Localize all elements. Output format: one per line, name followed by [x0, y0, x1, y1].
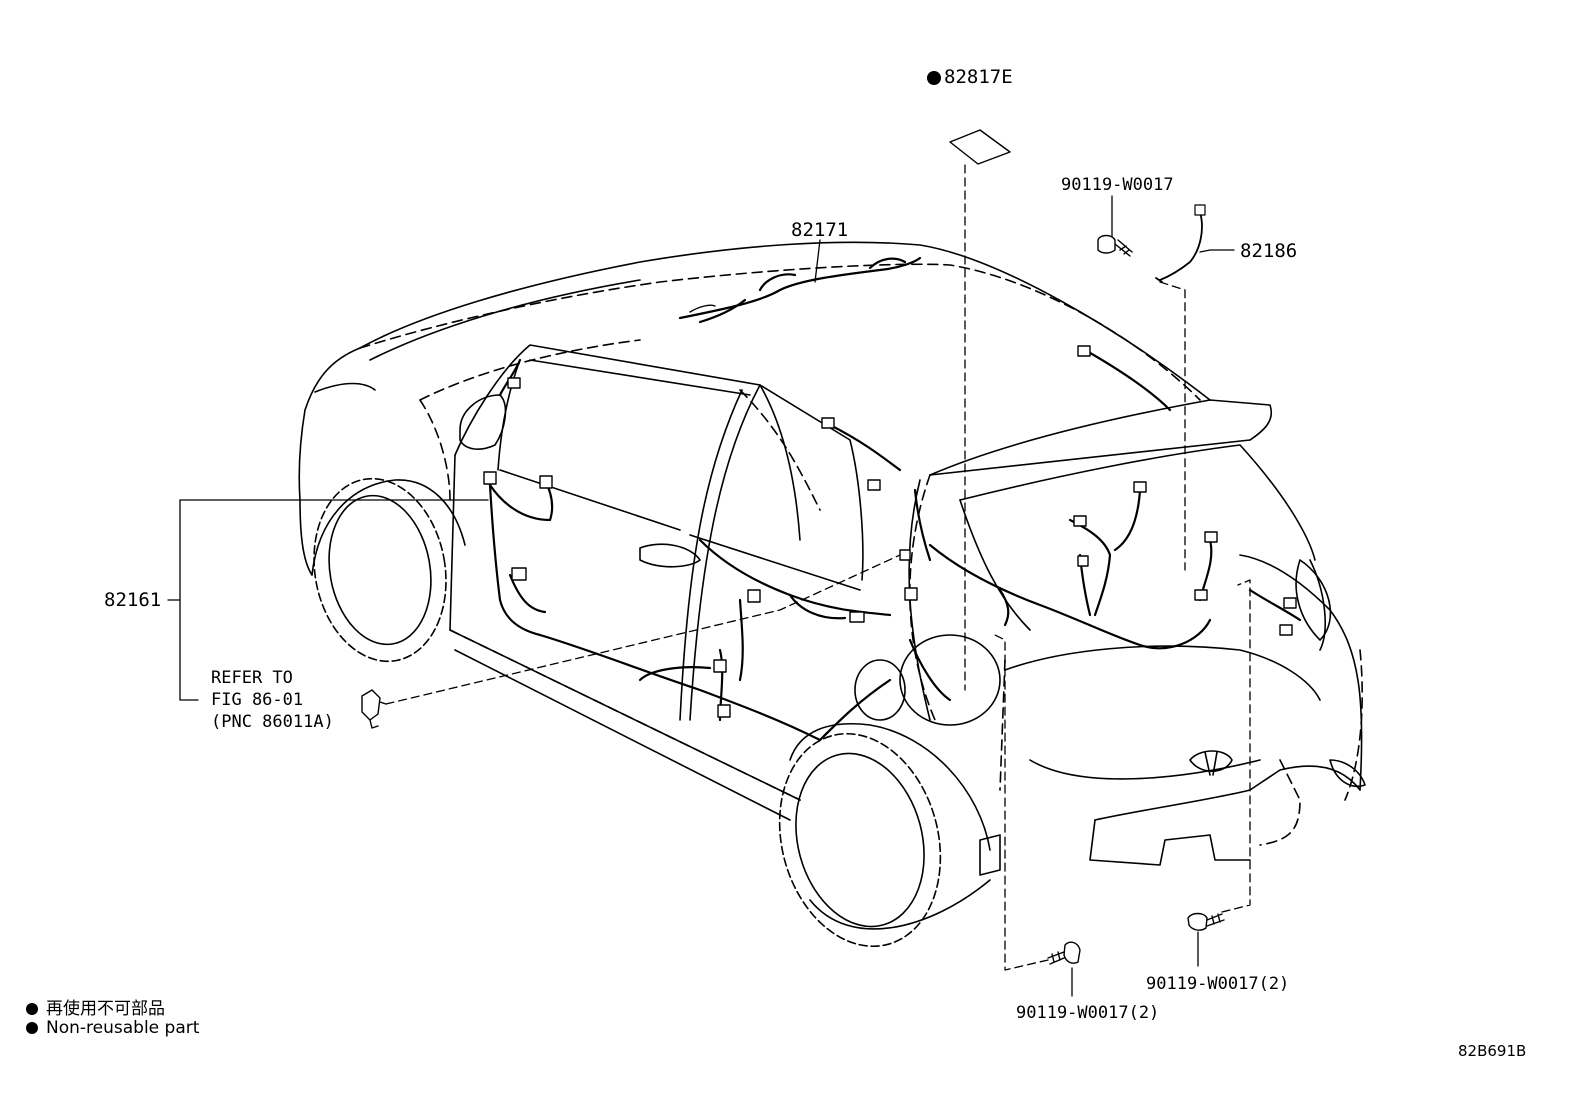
- part-label-90119-top: 90119-W0017: [1061, 175, 1174, 195]
- tape-82817E-shape: [949, 129, 1011, 165]
- part-label-82817E: 82817E: [944, 66, 1013, 88]
- wire-harness-82161: [488, 478, 892, 742]
- wire-harness-82171: [678, 256, 922, 324]
- part-label-82186: 82186: [1240, 240, 1298, 262]
- non-reusable-dot-82817E: [927, 71, 941, 85]
- legend-japanese: 再使用不可部品: [26, 994, 165, 1019]
- legend-dot-icon: [26, 1022, 38, 1034]
- refer-line-3: (PNC 86011A): [211, 712, 334, 732]
- dashed-leader-lines: [385, 164, 1251, 971]
- part-label-82171: 82171: [791, 219, 849, 241]
- part-label-82161: 82161: [104, 589, 162, 611]
- part-label-90119-bottom-mid: 90119-W0017(2): [1016, 1003, 1160, 1023]
- legend-dot-icon: [26, 1003, 38, 1015]
- refer-line-2: FIG 86-01: [211, 690, 304, 710]
- wire-harness-rear: [498, 348, 1302, 702]
- phantom-lines: [359, 263, 1363, 846]
- connectors: [483, 345, 1297, 718]
- legend-japanese-text: 再使用不可部品: [46, 999, 165, 1019]
- legend-english: Non-reusable part: [26, 1018, 199, 1038]
- wire-82186-icon: [1155, 204, 1206, 283]
- car-body-outline: [298, 241, 1366, 948]
- legend-english-text: Non-reusable part: [46, 1018, 200, 1038]
- refer-line-1: REFER TO: [211, 668, 293, 688]
- bolt-bottom-mid-icon: [1047, 941, 1081, 965]
- bolt-top-icon: [1097, 234, 1133, 257]
- clip-86011A-icon: [361, 689, 387, 729]
- figure-code: 82B691B: [1458, 1042, 1527, 1060]
- leader-lines: [167, 195, 1235, 997]
- bolt-bottom-right-icon: [1187, 912, 1225, 931]
- part-label-90119-bottom-right: 90119-W0017(2): [1146, 974, 1290, 994]
